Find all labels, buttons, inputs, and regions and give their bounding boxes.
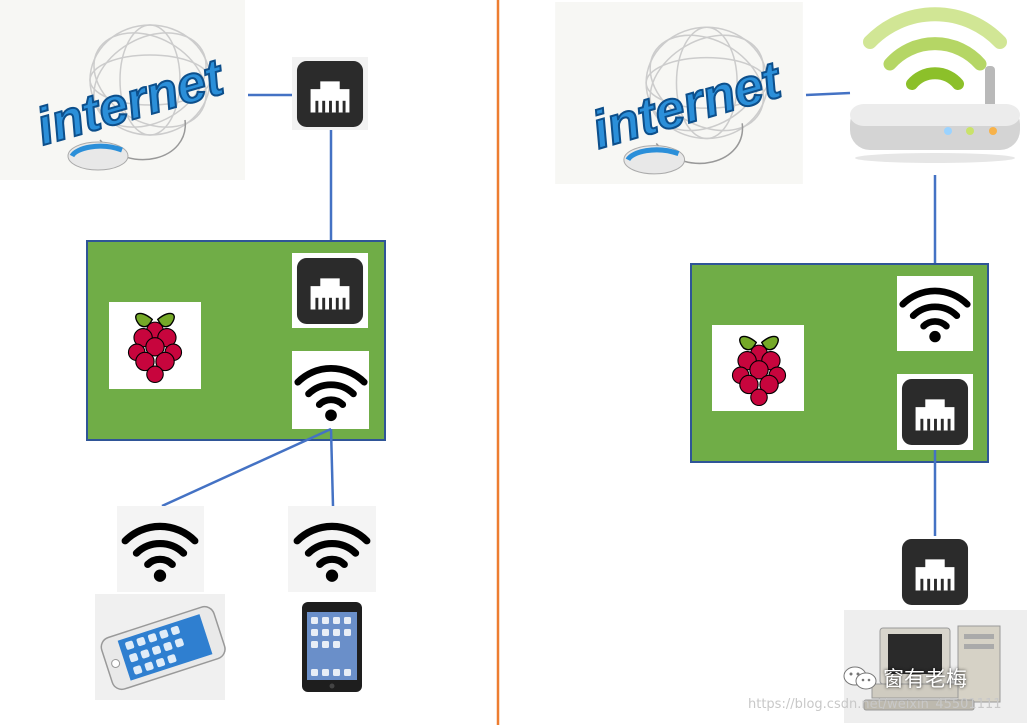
link-line (329, 428, 335, 507)
tablet-icon (302, 602, 362, 692)
smartphone-icon (95, 594, 226, 700)
brand-text: 窗有老梅 (883, 667, 967, 691)
internet-graphic: internet (0, 0, 245, 180)
brand-label: 窗有老梅 (843, 663, 967, 696)
right-scenario: internet (555, 2, 1027, 723)
wifi-router-icon (850, 7, 1020, 163)
internet-graphic: internet (555, 2, 803, 184)
left-scenario: internet (0, 0, 386, 700)
ethernet-port-icon (901, 538, 969, 606)
link-line (805, 91, 851, 97)
wechat-icon (843, 665, 877, 696)
desktop-computer-icon (844, 610, 1027, 723)
ethernet-port-icon (296, 257, 364, 325)
ethernet-port-icon (901, 378, 969, 446)
watermark-url: https://blog.csdn.net/weixin_45501111 (748, 697, 1002, 712)
ethernet-port-icon (296, 60, 364, 128)
link-line (161, 427, 332, 508)
